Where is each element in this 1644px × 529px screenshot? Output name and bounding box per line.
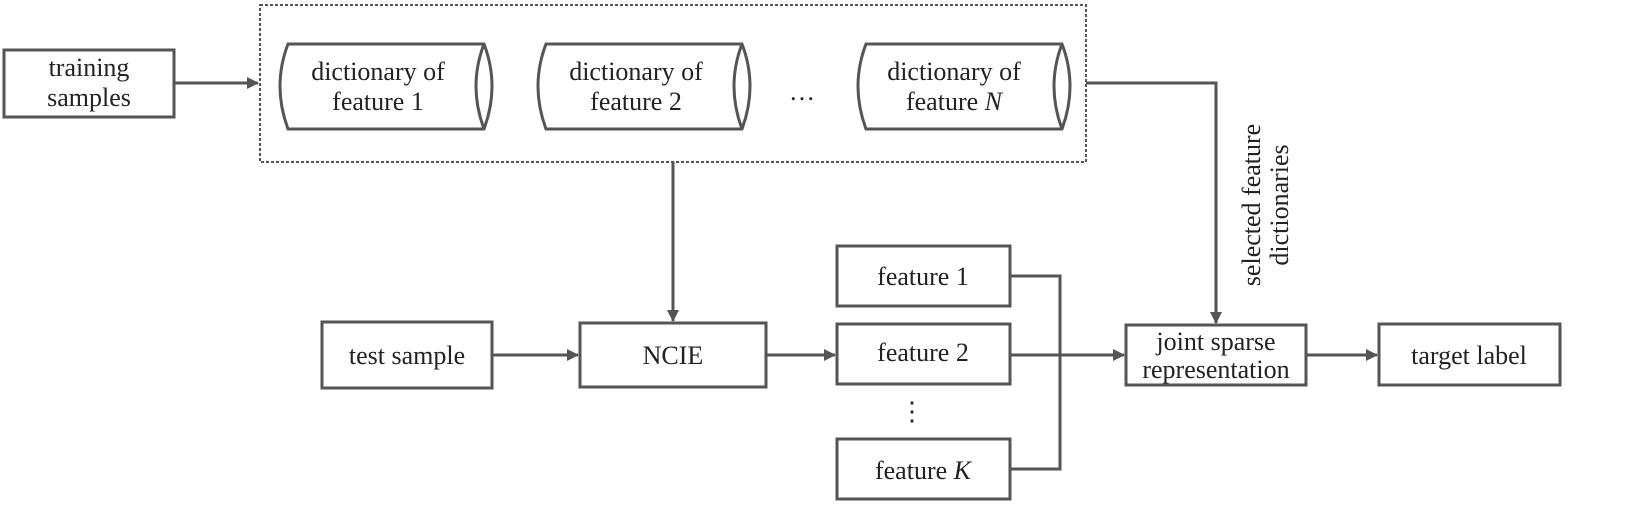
target-label-node: target label	[1377, 322, 1562, 387]
dictionary-feature-n-prefix: feature	[906, 87, 985, 116]
test-sample-node: test sample	[320, 320, 494, 390]
feature-ellipsis: ⋮	[899, 397, 925, 426]
dictionary-feature-n-var: N	[984, 87, 1004, 116]
training-samples-line2: samples	[47, 83, 131, 112]
dictionary-ellipsis: …	[789, 77, 815, 106]
feature-2-label: feature 2	[877, 338, 969, 367]
ncie-node: NCIE	[578, 321, 768, 389]
dictionary-feature-2-line1: dictionary of	[569, 57, 703, 86]
dictionary-feature-2-line2: feature 2	[590, 87, 682, 116]
feature-1-node: feature 1	[835, 244, 1012, 308]
dictionary-feature-n-node: dictionary of feature N	[856, 42, 1072, 131]
joint-sparse-representation-node: joint sparse representation	[1124, 323, 1308, 387]
connector-feature1	[1010, 274, 1062, 355]
dictionary-feature-n-line1: dictionary of	[887, 57, 1021, 86]
dictionary-feature-2-node: dictionary of feature 2	[536, 42, 752, 131]
test-sample-label: test sample	[349, 341, 465, 370]
training-samples-line1: training	[49, 53, 130, 82]
dictionary-feature-1-node: dictionary of feature 1	[278, 42, 494, 131]
cylinder-end-arc	[1052, 43, 1064, 130]
feature-k-var: K	[953, 456, 973, 485]
dictionary-feature-1-line2: feature 1	[332, 87, 424, 116]
dictionary-feature-n-line2: feature N	[906, 87, 1004, 116]
feature-2-node: feature 2	[835, 322, 1012, 386]
cylinder-end-arc	[474, 43, 486, 130]
training-samples-node: training samples	[2, 48, 176, 119]
feature-1-label: feature 1	[877, 262, 969, 291]
ncie-label: NCIE	[643, 341, 704, 370]
connector-featurek	[1010, 355, 1062, 471]
feature-k-label: feature K	[875, 456, 973, 485]
selected-label-line1: selected feature	[1237, 124, 1266, 286]
feature-k-prefix: feature	[875, 456, 954, 485]
dictionary-feature-1-line1: dictionary of	[311, 57, 445, 86]
joint-sparse-line2: representation	[1142, 355, 1289, 384]
joint-sparse-line1: joint sparse	[1155, 327, 1275, 356]
feature-k-node: feature K	[835, 437, 1012, 501]
selected-label-line2: dictionaries	[1265, 144, 1294, 265]
selected-feature-dictionaries-label: selected feature dictionaries	[1237, 124, 1294, 286]
target-label-text: target label	[1411, 341, 1527, 370]
cylinder-end-arc	[732, 43, 744, 130]
arrow-selected-dictionaries	[1086, 81, 1222, 324]
